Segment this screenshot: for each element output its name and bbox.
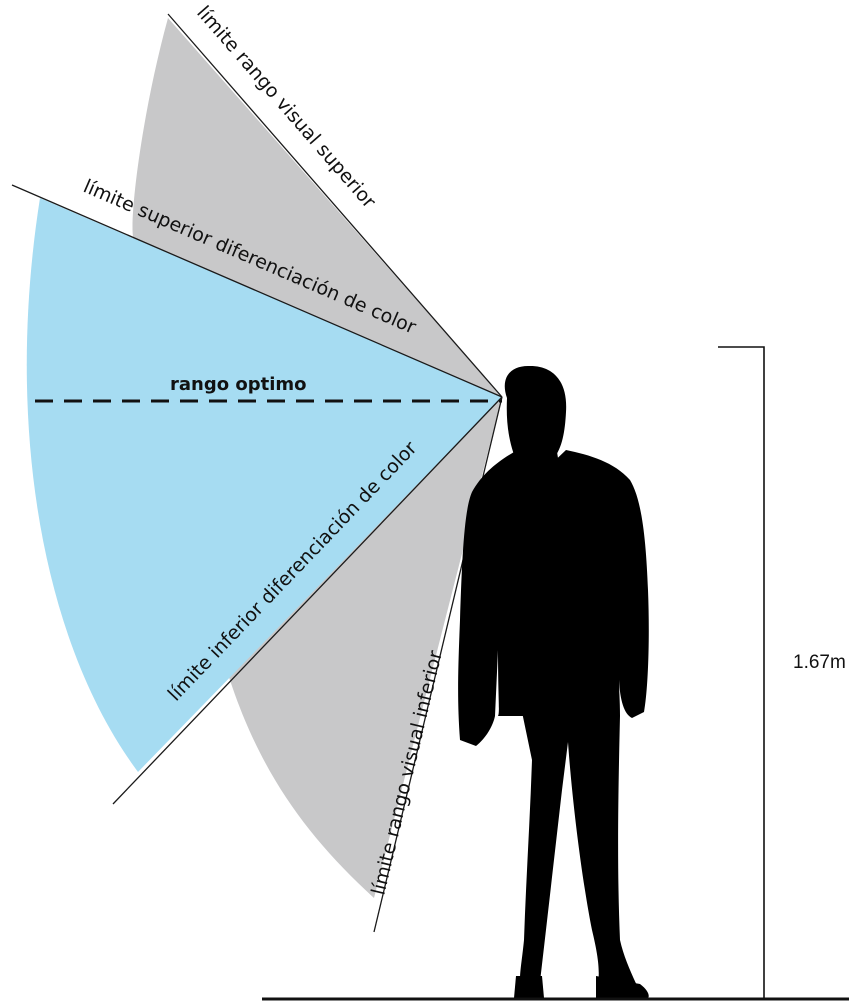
- person-silhouette: [458, 365, 649, 998]
- upper-color-limit-line: [11, 184, 503, 398]
- lower-color-limit-line: [112, 396, 503, 805]
- upper-visual-limit-line: [167, 13, 503, 398]
- height-dimension-bracket: [718, 346, 765, 998]
- color-differentiation-sector: [26, 198, 503, 772]
- optimal-range-label: rango optimo: [170, 374, 307, 395]
- height-label: 1.67m: [793, 652, 846, 673]
